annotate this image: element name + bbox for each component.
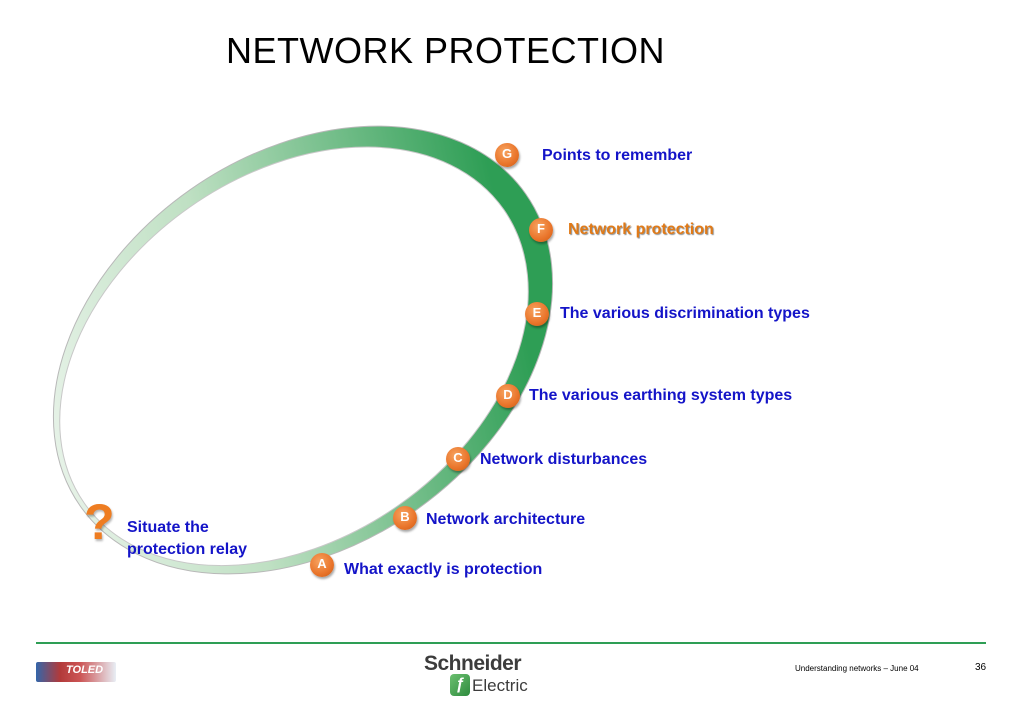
start-label-line2: protection relay: [127, 541, 248, 558]
agenda-item-earthing-system-types[interactable]: The various earthing system types: [529, 387, 793, 404]
page-number: 36: [975, 662, 987, 673]
brand-mark-icon: ƒ: [450, 674, 470, 696]
badge-e: E: [525, 302, 549, 326]
agenda-item-network-disturbances[interactable]: Network disturbances: [480, 451, 648, 468]
agenda-item-network-protection[interactable]: Network protection: [568, 221, 714, 238]
page-title: NETWORK PROTECTION: [226, 30, 665, 71]
brand-name: Schneider: [424, 652, 522, 675]
badge-c: C: [446, 447, 470, 471]
agenda-item-discrimination-types[interactable]: The various discrimination types: [560, 305, 810, 322]
toled-logo: TOLED: [36, 662, 116, 682]
badge-f: F: [529, 218, 553, 242]
badge-g: G: [495, 143, 519, 167]
schneider-electric-logo: Schneider ƒ Electric: [424, 652, 540, 700]
footer-caption: Understanding networks – June 04: [795, 664, 919, 673]
start-label-line1: Situate the: [127, 519, 209, 536]
question-icon: ?: [84, 494, 115, 550]
agenda-item-what-is-protection[interactable]: What exactly is protection: [344, 561, 543, 578]
badge-a: A: [310, 553, 334, 577]
ring-inner: [59, 146, 529, 567]
start-label[interactable]: Situate the protection relay: [127, 517, 247, 561]
footer-divider: [36, 642, 986, 644]
agenda-item-network-architecture[interactable]: Network architecture: [426, 511, 586, 528]
agenda-item-points-to-remember[interactable]: Points to remember: [542, 147, 693, 164]
brand-subname: Electric: [472, 676, 528, 695]
badge-d: D: [496, 384, 520, 408]
badge-b: B: [393, 506, 417, 530]
toled-logo-text: TOLED: [66, 664, 104, 676]
